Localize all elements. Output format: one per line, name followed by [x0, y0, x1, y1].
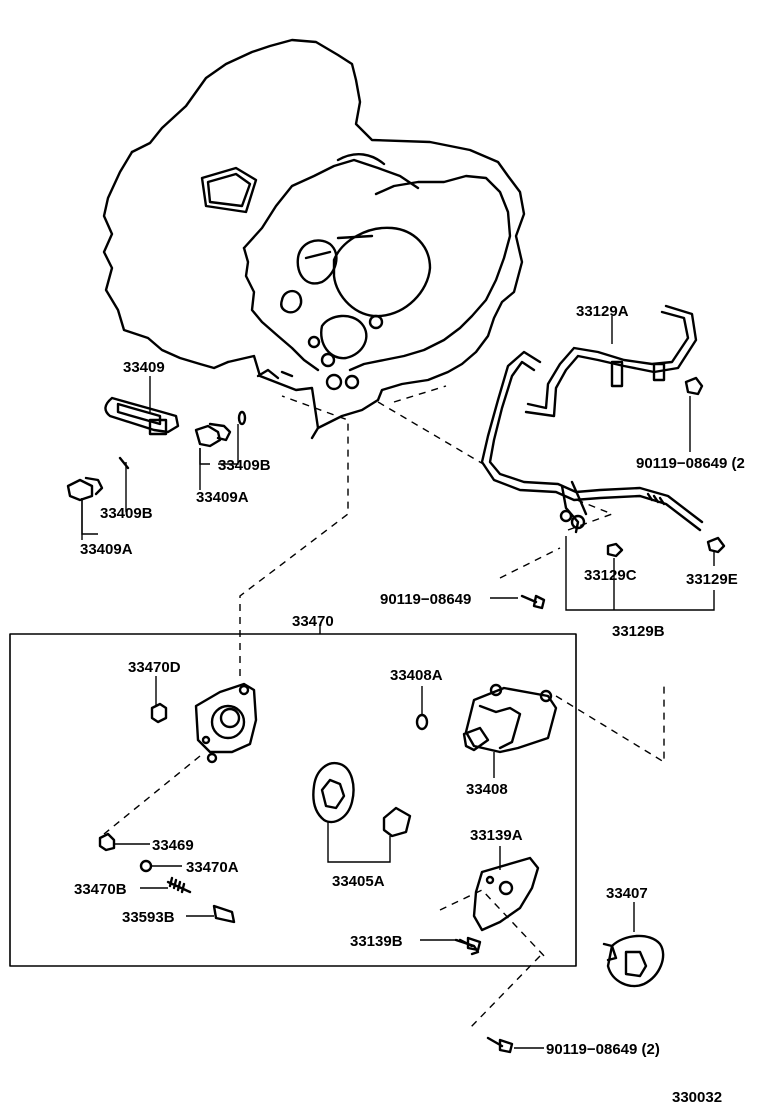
label-33129B: 33129B	[612, 623, 665, 640]
label-33409: 33409	[123, 359, 165, 376]
pump-pipe-assembly	[480, 304, 704, 534]
label-33469: 33469	[152, 837, 194, 854]
label-33470A: 33470A	[186, 859, 239, 876]
bolt-90119-mid	[520, 594, 546, 610]
label-33407: 33407	[606, 885, 648, 902]
gear-set-33405A	[312, 761, 412, 838]
pump-kit-box	[9, 624, 577, 967]
label-33129C: 33129C	[584, 567, 637, 584]
union-33409A-lower	[66, 456, 130, 502]
pump-body-33470D	[150, 682, 258, 764]
label-33470: 33470	[292, 613, 334, 630]
label-33593B: 33593B	[122, 909, 175, 926]
label-33409A-lower: 33409A	[80, 541, 133, 558]
label-33408A: 33408A	[390, 667, 443, 684]
label-33139B: 33139B	[350, 933, 403, 950]
label-33409B-lower: 33409B	[100, 505, 153, 522]
small-parts-33469-33470A-33470B-33593B	[98, 832, 236, 924]
oil-seal-33407	[602, 934, 665, 988]
label-33409B-upper: 33409B	[218, 457, 271, 474]
label-33129E: 33129E	[686, 571, 738, 588]
bolt-90119-bot	[486, 1036, 514, 1054]
pump-cover-33408	[415, 683, 558, 754]
bolt-90119-top	[684, 376, 704, 396]
label-33139A: 33139A	[470, 827, 523, 844]
oil-strainer-33409	[104, 396, 180, 436]
diagram-id: 330032	[672, 1089, 722, 1106]
label-33129A: 33129A	[576, 303, 629, 320]
leader-lines	[81, 316, 715, 1049]
label-33470D: 33470D	[128, 659, 181, 676]
union-33409A-upper	[194, 410, 247, 448]
transaxle-case	[102, 38, 526, 440]
dashed-guides	[103, 385, 665, 1029]
bolt-33139B	[458, 936, 482, 952]
pipe-clamps-33129C-33129E	[606, 536, 726, 558]
label-33405A: 33405A	[332, 873, 385, 890]
label-90119-08649-top: 90119−08649 (2	[636, 455, 745, 472]
label-90119-08649-bottom: 90119−08649 (2)	[546, 1041, 660, 1058]
label-90119-08649-mid: 90119−08649	[380, 591, 471, 608]
part-labels: 33409 33409B 33409A 33409B 33409A 33129A…	[74, 303, 745, 1106]
label-33470B: 33470B	[74, 881, 127, 898]
label-33408: 33408	[466, 781, 508, 798]
label-33409A-upper: 33409A	[196, 489, 249, 506]
